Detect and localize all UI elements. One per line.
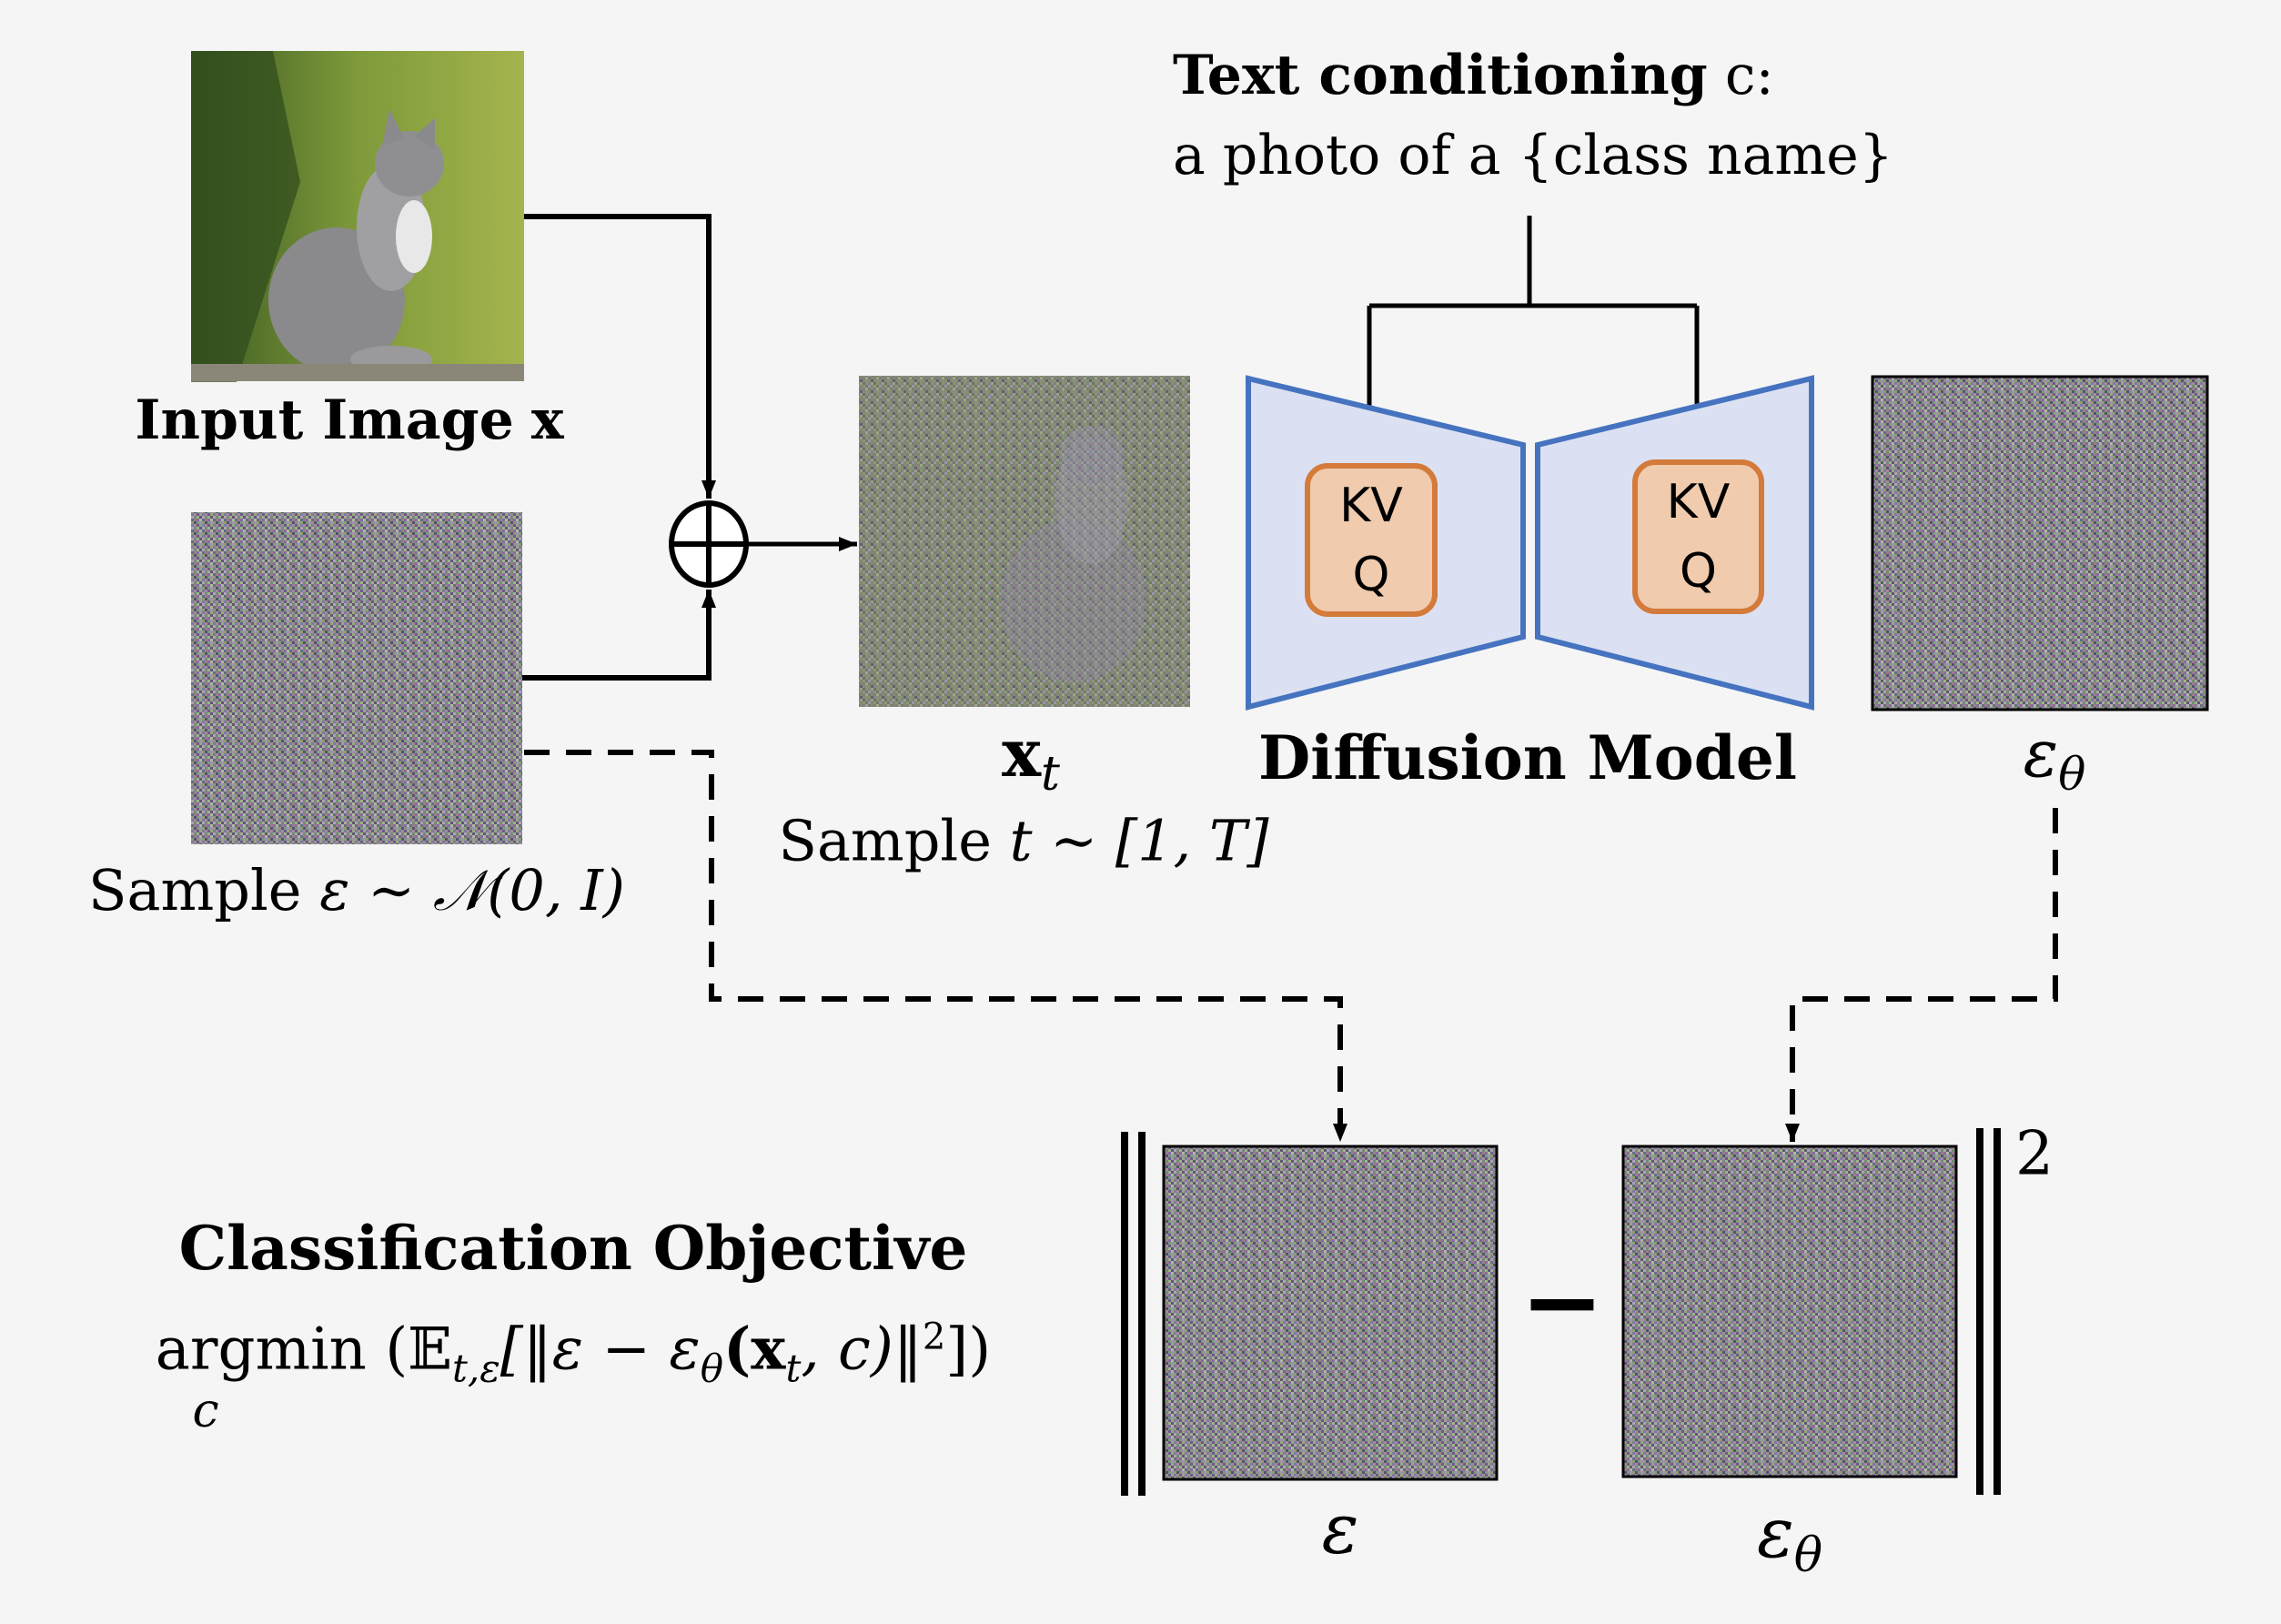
input-image-var: x	[530, 388, 564, 452]
formula-close: ])	[945, 1316, 992, 1384]
timestep-sample-label: Sample t ∼ [1, T]	[778, 808, 1268, 874]
diffusion-model-label: Diffusion Model	[1258, 722, 1797, 793]
norm-right-sub: θ	[1793, 1528, 1823, 1584]
prediction-main: ε	[2023, 714, 2059, 792]
text-prompt: a photo of a {class name}	[1173, 124, 1893, 187]
attention-block-left-text: KV Q	[1307, 471, 1435, 610]
formula-args: (x	[723, 1315, 786, 1384]
norm-left-label: ε	[1321, 1488, 1359, 1569]
attention-block-right-text: KV Q	[1635, 468, 1761, 606]
noise-image-epsilon	[191, 512, 522, 844]
xt-label: xt	[1002, 714, 1060, 802]
input-image-label: Input Image x	[135, 388, 563, 452]
formula-rest: [‖ε − ε	[500, 1316, 701, 1384]
formula-tail: , c)‖	[801, 1316, 923, 1384]
dashed-connector-epsilon	[524, 750, 1347, 1142]
attention-block-right	[1632, 459, 1764, 614]
timestep-math: t ∼ [1, T]	[1009, 807, 1269, 874]
dashed-connector-epsilon-theta	[1785, 808, 2058, 1142]
input-image	[191, 51, 524, 382]
noise-sample-label: Sample ε ∼ 𝒩(0, I)	[88, 857, 625, 924]
norm-expression	[1121, 1128, 2001, 1496]
connector-noise-to-sum	[522, 590, 716, 681]
noise-sample-prefix: Sample	[88, 857, 302, 923]
formula-args-sub: t	[785, 1346, 802, 1391]
text-conditioning-title: Text conditioning c:	[1173, 44, 1774, 107]
attention-block-left	[1305, 463, 1438, 617]
objective-title: Classification Objective	[178, 1213, 968, 1284]
connector-image-to-sum	[524, 214, 716, 499]
prediction-label: εθ	[2024, 715, 2086, 801]
formula-argmin: argmin	[155, 1316, 367, 1384]
timestep-prefix: Sample	[778, 807, 992, 874]
norm-exponent: 2	[2015, 1118, 2054, 1189]
norm-right-label: εθ	[1757, 1492, 1822, 1583]
q-label: Q	[1680, 544, 1717, 599]
xt-sub: t	[1041, 747, 1060, 802]
q-label: Q	[1352, 548, 1390, 602]
prediction-sub: θ	[2058, 748, 2086, 802]
formula-body: (𝔼	[385, 1316, 452, 1384]
formula-argmin-sub: c	[192, 1384, 219, 1438]
noise-sample-math: ε ∼ 𝒩(0, I)	[319, 857, 625, 923]
kv-label: KV	[1666, 475, 1731, 530]
formula-theta: θ	[700, 1346, 724, 1391]
predicted-noise-image	[1871, 375, 2209, 711]
xt-main: x	[1002, 713, 1042, 792]
objective-formula: argmin (𝔼t,ε[‖ε − εθ(xt, c)‖2])	[156, 1316, 991, 1391]
norm-epsilon-theta-image	[1621, 1145, 1958, 1478]
kv-label: KV	[1339, 479, 1403, 533]
norm-right-main: ε	[1756, 1491, 1794, 1573]
formula-sq: 2	[922, 1316, 946, 1358]
text-conditioning-heading: Text conditioning	[1173, 44, 1708, 107]
sum-operator-icon	[669, 500, 749, 588]
norm-minus: −	[1519, 1242, 1605, 1360]
formula-body-sub: t,ε	[451, 1346, 500, 1391]
input-image-label-text: Input Image	[135, 388, 514, 452]
norm-epsilon-image	[1162, 1145, 1499, 1481]
noisy-image-xt	[859, 376, 1190, 707]
text-conditioning-var: c:	[1724, 44, 1774, 107]
